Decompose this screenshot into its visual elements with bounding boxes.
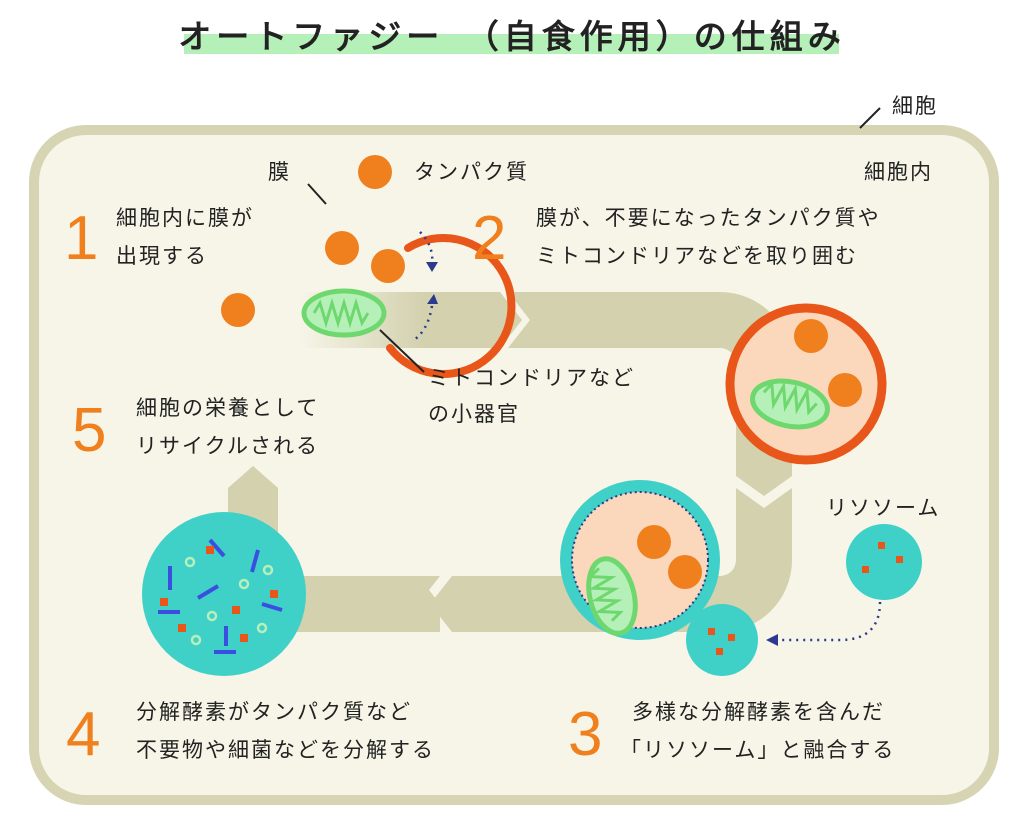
cell-inside-label: 細胞内 [864, 160, 933, 184]
step-1-text-line1: 細胞内に膜が [116, 206, 254, 230]
protein-icon [325, 231, 359, 265]
protein-legend-icon [358, 155, 392, 189]
title-area: オートファジー （自食作用）の仕組み [0, 0, 1024, 70]
cell-pointer-line [859, 107, 881, 129]
membrane-icon [386, 234, 516, 379]
step-2-text-line1: 膜が、不要になったタンパク質や [536, 206, 881, 230]
lysosome-label: リソソーム [826, 496, 941, 520]
step-1-text-line2: 出現する [116, 244, 208, 268]
step-3-text-line1: 多様な分解酵素を含んだ [632, 700, 885, 724]
step-4-text-line2: 不要物や細菌などを分解する [136, 738, 435, 762]
step-3-text-line2: 「リソソーム」と融合する [620, 738, 896, 762]
protein-icon [221, 293, 255, 327]
title-highlight [184, 34, 839, 54]
degradation-circle-icon [142, 512, 306, 676]
autophagosome-icon [725, 303, 887, 465]
mitochondria-icon [301, 288, 387, 338]
step-5-number: 5 [72, 396, 107, 465]
page-title: オートファジー （自食作用）の仕組み [178, 17, 846, 56]
step-4-number: 4 [66, 700, 101, 769]
step-2-text-line2: ミトコンドリアなどを取り囲む [536, 244, 858, 268]
protein-label: タンパク質 [414, 160, 529, 184]
lysosome-icon [846, 524, 922, 600]
mitochondria-label-line1: ミトコンドリアなど [428, 366, 635, 390]
autolysosome-icon [560, 480, 758, 676]
mitochondria-label-line2: の小器官 [428, 402, 520, 426]
protein-icon [371, 249, 405, 283]
cell-label: 細胞 [892, 94, 938, 118]
step-1-number: 1 [64, 204, 99, 273]
step-4-text-line1: 分解酵素がタンパク質など [136, 700, 412, 724]
step-3-number: 3 [568, 700, 603, 769]
step-5-text-line1: 細胞の栄養として [136, 396, 320, 420]
step-2-number: 2 [472, 204, 507, 273]
step-5-text-line2: リサイクルされる [136, 434, 319, 458]
membrane-label: 膜 [268, 160, 291, 184]
